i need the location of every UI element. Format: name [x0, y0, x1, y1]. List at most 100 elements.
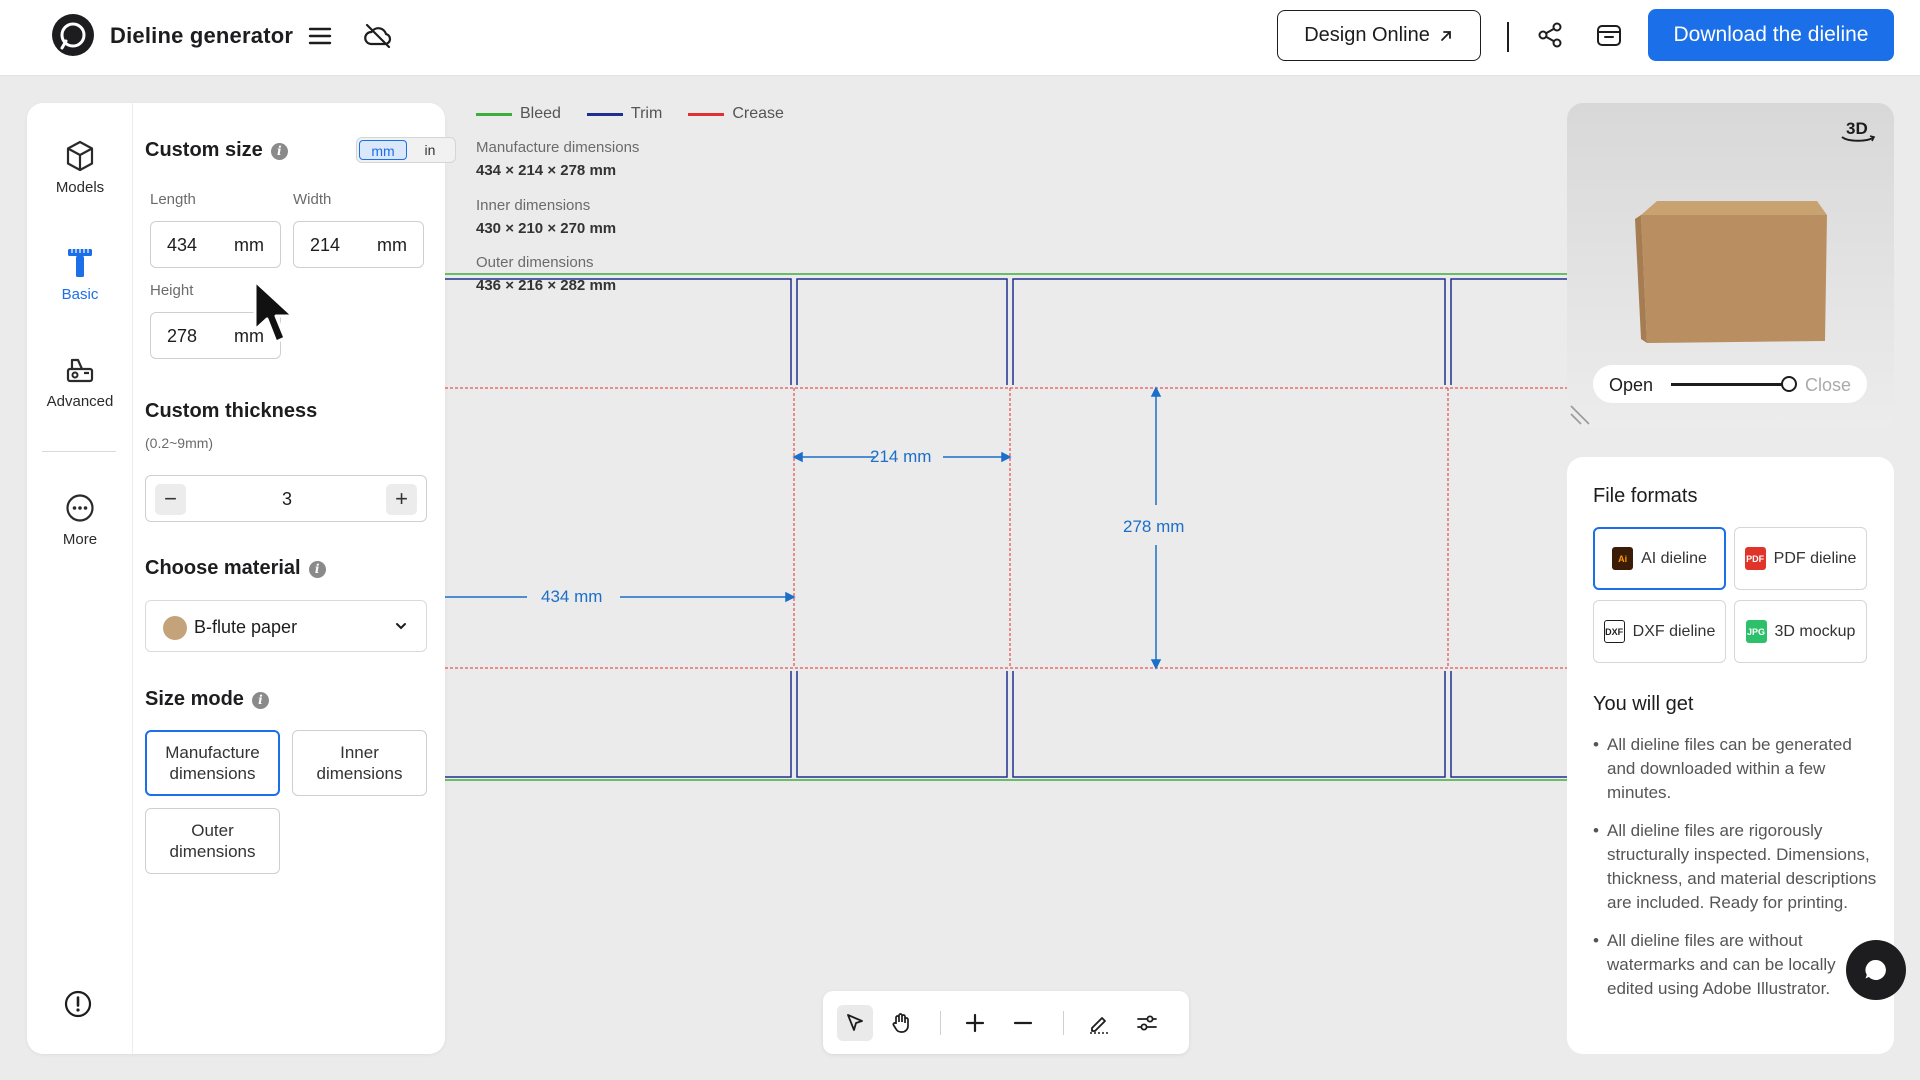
design-online-button[interactable]: Design Online — [1277, 10, 1481, 61]
canvas-toolbar — [823, 991, 1189, 1054]
rotate-icon — [1841, 135, 1876, 142]
zoom-in-button[interactable] — [957, 1005, 993, 1041]
open-close-slider[interactable]: Open Close — [1593, 365, 1867, 403]
file-formats-panel: File formats Ai AI dieline PDF PDF dieli… — [1567, 457, 1894, 1054]
external-arrow-icon — [1440, 30, 1451, 41]
length-unit: mm — [234, 235, 264, 255]
material-select[interactable]: B-flute paper — [145, 600, 427, 652]
height-dimension-label: 278 mm — [1123, 517, 1185, 536]
chevron-down-icon — [396, 623, 406, 630]
benefits-list: All dieline files can be generated and d… — [1593, 733, 1883, 1015]
nav-item-models[interactable]: Models — [27, 139, 133, 196]
slider-track[interactable] — [1671, 383, 1787, 386]
ai-file-icon: Ai — [1612, 547, 1634, 570]
nav-item-advanced[interactable]: Advanced — [27, 353, 133, 410]
dxf-file-icon: DXF — [1603, 620, 1625, 643]
settings-sliders-button[interactable] — [1129, 1005, 1165, 1041]
top-bar: Dieline generator Design Online Download… — [0, 0, 1920, 76]
legend-trim: Trim — [586, 105, 663, 123]
thickness-plus-button[interactable]: + — [386, 484, 417, 515]
crease-line-swatch — [688, 112, 725, 116]
thickness-value[interactable]: 3 — [281, 489, 292, 509]
app-title: Dieline generator — [110, 23, 294, 48]
outer-dims-label: Outer dimensions — [476, 254, 594, 271]
sliders-icon — [1137, 1015, 1157, 1031]
length-input[interactable]: 434 mm — [150, 221, 281, 268]
size-mode-manufacture-button[interactable]: Manufacture dimensions — [145, 730, 280, 796]
ruler-icon — [68, 249, 92, 277]
mouse-cursor-icon — [253, 279, 295, 344]
minus-icon — [1013, 1021, 1033, 1025]
alert-icon[interactable] — [63, 989, 93, 1019]
format-ai-button[interactable]: Ai AI dieline — [1593, 527, 1726, 590]
size-mode-title: Size mode — [145, 688, 244, 710]
thickness-stepper: − 3 + — [145, 475, 427, 522]
bleed-line-swatch — [476, 112, 512, 116]
3d-view-toggle[interactable]: 3D — [1841, 119, 1876, 143]
nav-rail: Models Basic Advanced More — [27, 103, 133, 1054]
cube-icon — [66, 140, 94, 172]
chat-button[interactable] — [1846, 940, 1906, 1000]
width-input[interactable]: 214 mm — [293, 221, 424, 268]
box-3d-model — [1635, 201, 1827, 343]
width-value: 214 — [310, 235, 341, 255]
resize-handle-icon[interactable] — [1567, 394, 1601, 428]
cloud-off-icon[interactable] — [362, 20, 394, 52]
format-pdf-button[interactable]: PDF PDF dieline — [1734, 527, 1867, 590]
choose-material-title: Choose material — [145, 557, 301, 579]
height-value: 278 — [167, 326, 198, 346]
pan-tool-button[interactable] — [883, 1005, 919, 1041]
format-3d-mockup-label: 3D mockup — [1774, 622, 1856, 640]
zoom-out-button[interactable] — [1005, 1005, 1041, 1041]
size-mode-outer-button[interactable]: Outer dimensions — [145, 808, 280, 874]
height-label: Height — [150, 282, 194, 299]
annotate-tool-button[interactable] — [1081, 1005, 1117, 1041]
thickness-range: (0.2~9mm) — [145, 435, 214, 451]
pen-measure-icon — [1090, 1017, 1108, 1034]
length-value: 434 — [167, 235, 198, 255]
thickness-minus-button[interactable]: − — [155, 484, 186, 515]
info-icon[interactable]: i — [251, 692, 269, 709]
tools-icon — [66, 358, 94, 383]
info-icon[interactable]: i — [308, 561, 326, 578]
share-icon[interactable] — [1535, 20, 1565, 50]
more-icon — [66, 494, 94, 522]
nav-item-label: Basic — [61, 286, 99, 303]
plus-icon — [965, 1013, 985, 1033]
height-input[interactable]: 278 mm — [150, 312, 281, 359]
hamburger-menu-icon[interactable] — [306, 22, 334, 50]
pdf-file-icon: PDF — [1744, 547, 1766, 570]
info-icon[interactable]: i — [270, 143, 288, 160]
archive-box-icon[interactable] — [1594, 20, 1624, 50]
download-dieline-button[interactable]: Download the dieline — [1648, 9, 1894, 61]
unit-toggle[interactable]: mm in — [356, 137, 456, 163]
width-dimension-label: 214 mm — [870, 447, 932, 466]
select-tool-button[interactable] — [837, 1005, 873, 1041]
open-label: Open — [1609, 375, 1654, 395]
length-label: Length — [150, 191, 196, 208]
nav-item-basic[interactable]: Basic — [27, 246, 133, 303]
unit-mm[interactable]: mm — [359, 140, 407, 160]
custom-size-title: Custom size — [145, 139, 263, 161]
line-legend: Bleed Trim Crease — [476, 105, 784, 123]
size-mode-inner-button[interactable]: Inner dimensions — [292, 730, 427, 796]
inner-dims-label: Inner dimensions — [476, 197, 591, 214]
3d-preview[interactable]: 3D Open Close — [1567, 103, 1894, 428]
unit-in[interactable]: in — [424, 142, 436, 158]
dimension-arrows — [445, 386, 1162, 670]
legend-trim-label: Trim — [630, 105, 663, 122]
legend-crease: Crease — [688, 105, 784, 123]
manufacture-dims-value: 434 × 214 × 278 mm — [476, 162, 617, 179]
width-unit: mm — [377, 235, 407, 255]
custom-thickness-title: Custom thickness — [145, 400, 318, 422]
you-will-get-title: You will get — [1593, 693, 1694, 715]
nav-item-label: Models — [55, 179, 105, 196]
length-dimension-label: 434 mm — [541, 587, 603, 606]
nav-item-more[interactable]: More — [27, 491, 133, 548]
logo-icon[interactable] — [52, 14, 94, 56]
format-dxf-button[interactable]: DXF DXF dieline — [1593, 600, 1726, 663]
format-3d-mockup-button[interactable]: JPG 3D mockup — [1734, 600, 1867, 663]
slider-knob[interactable] — [1781, 376, 1797, 392]
nav-item-label: More — [62, 531, 98, 548]
